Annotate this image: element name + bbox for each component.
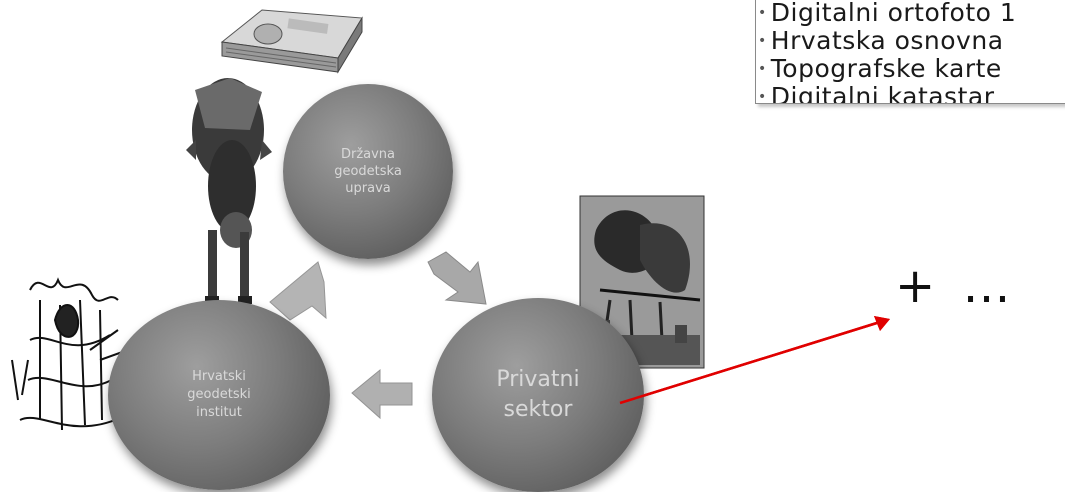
node-label: Državna geodetska uprava bbox=[334, 147, 402, 196]
node-drzavna-geodetska-uprava: Državna geodetska uprava bbox=[283, 84, 453, 259]
bullet-list: •Digitalni ortofoto 1 •Hrvatska osnovna … bbox=[756, 0, 1065, 104]
donkey-icon bbox=[186, 78, 272, 304]
info-box: •Digitalni ortofoto 1 •Hrvatska osnovna … bbox=[755, 0, 1065, 104]
node-hrvatski-geodetski-institut: Hrvatski geodetski institut bbox=[108, 300, 330, 490]
bullet-item: •Topografske karte bbox=[758, 54, 1002, 83]
fire-figure-icon bbox=[11, 277, 129, 431]
money-stack-icon bbox=[220, 9, 363, 74]
bullet-item: •Hrvatska osnovna bbox=[758, 26, 1004, 55]
cycle-arrow-bottom bbox=[351, 368, 413, 420]
cycle-arrow-top-right bbox=[427, 251, 487, 305]
bullet-item: •Digitalni ortofoto 1 bbox=[758, 0, 1017, 27]
bullet-item: •Digitalni katastar bbox=[758, 82, 995, 104]
extra-label: + … bbox=[895, 258, 1017, 314]
node-label: Hrvatski geodetski institut bbox=[187, 369, 251, 420]
node-privatni-sektor: Privatni sektor bbox=[432, 298, 644, 492]
node-label: Privatni sektor bbox=[496, 367, 580, 422]
cycle-arrow-left-up bbox=[269, 261, 327, 321]
